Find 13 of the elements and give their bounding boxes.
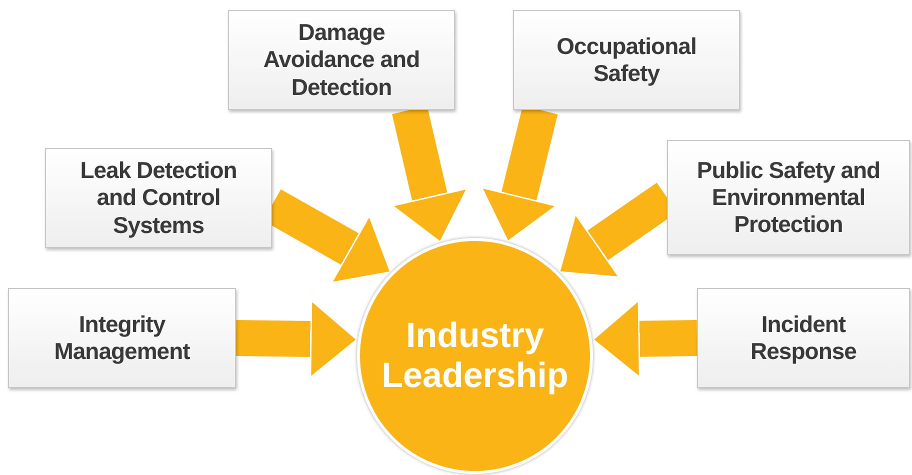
topic-box	[45, 148, 272, 248]
topic-box	[228, 10, 455, 110]
topic-label: Damage Avoidance and Detection	[262, 19, 421, 101]
topic-box	[667, 140, 910, 255]
title-text: Industry Leadership	[380, 316, 570, 396]
topic-label: Leak Detection and Control Systems	[79, 157, 238, 239]
topic-label: Integrity Management	[53, 310, 191, 366]
topic-label: Public Safety and Environmental Protection	[696, 156, 882, 238]
topic-label: Occupational Safety	[556, 32, 698, 88]
topic-box	[513, 10, 740, 110]
topic-box	[8, 288, 236, 388]
topic-label: Incident Response	[750, 310, 858, 366]
topic-box	[697, 288, 910, 388]
